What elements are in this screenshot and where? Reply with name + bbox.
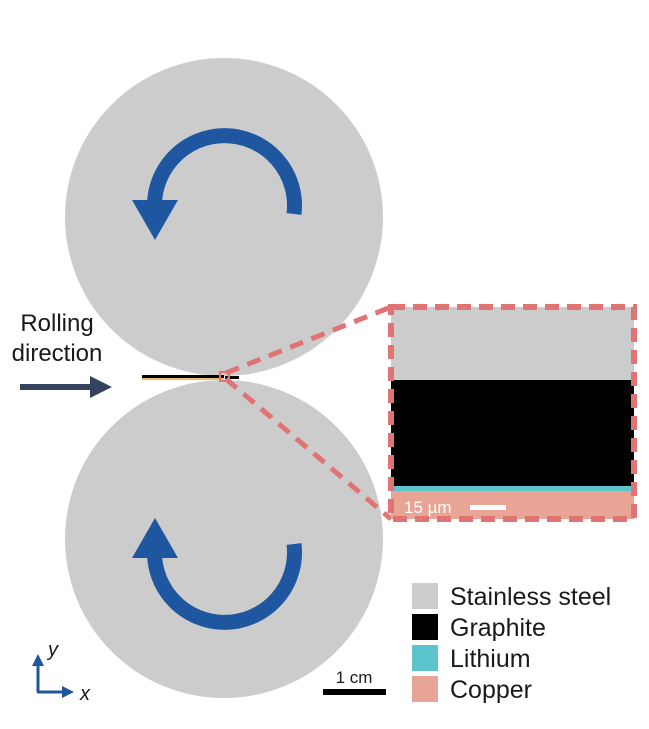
foil-copper: [142, 378, 224, 380]
legend-swatch-lithium: [412, 645, 438, 671]
x-axis-arrowhead: [62, 686, 74, 698]
inset-scale-label: 15 µm: [404, 498, 452, 517]
legend-label-copper: Copper: [450, 676, 532, 704]
top-rotation-arrow: [147, 128, 302, 215]
top-roller: [65, 58, 383, 376]
legend-label-stainless-steel: Stainless steel: [450, 583, 611, 611]
foil-exit: [225, 376, 239, 379]
bottom-rotation-arrowhead: [132, 518, 178, 558]
bottom-rotation-arrow: [147, 543, 302, 630]
legend-swatch-copper: [412, 676, 438, 702]
main-scale-label: 1 cm: [336, 668, 373, 687]
x-axis-label: x: [79, 683, 91, 705]
inset-graphite-layer: [391, 380, 634, 486]
zoom-line-top: [225, 304, 392, 376]
top-rotation-arrowhead: [132, 200, 178, 240]
legend-label-graphite: Graphite: [450, 614, 546, 642]
rolling-direction-arrowhead: [90, 376, 112, 398]
bottom-roller: [65, 380, 383, 698]
rolling-label-line2: direction: [12, 340, 103, 367]
rolling-label-line1: Rolling: [20, 310, 93, 337]
inset-copper-layer: [391, 491, 634, 519]
inset-scale-bar: [470, 505, 506, 510]
zoom-line-bottom: [224, 377, 393, 521]
inset-steel-layer: [391, 307, 634, 380]
foil-graphite: [142, 375, 224, 378]
legend-swatch-graphite: [412, 614, 438, 640]
inset-dashed-frame: [388, 304, 637, 522]
inset-lithium-layer: [391, 486, 634, 491]
y-axis-arrowhead: [32, 654, 44, 666]
main-scale-bar: [323, 689, 386, 695]
legend-label-lithium: Lithium: [450, 645, 531, 673]
legend-swatch-stainless-steel: [412, 583, 438, 609]
y-axis-label: y: [46, 639, 59, 661]
